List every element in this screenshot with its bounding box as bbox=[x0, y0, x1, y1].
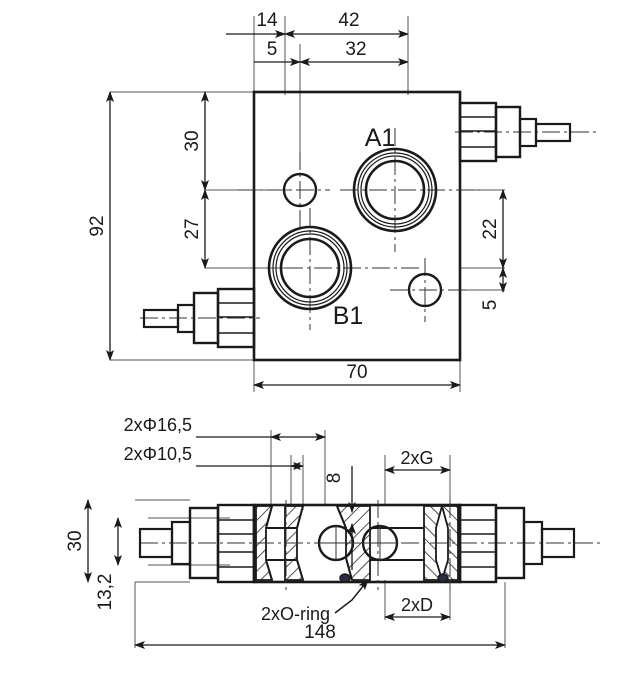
dim-label-thread-g: 2xG bbox=[400, 448, 433, 468]
dim-label-13-2: 13,2 bbox=[95, 574, 116, 611]
dim-label-92: 92 bbox=[87, 215, 108, 236]
dim-30-section: 30 bbox=[65, 499, 92, 583]
dim-label-30-section: 30 bbox=[65, 530, 86, 551]
section-hole-crosses bbox=[318, 525, 398, 561]
dim-label-14: 14 bbox=[256, 10, 278, 31]
fitting-right-section bbox=[458, 503, 576, 584]
dim-30-top: 30 bbox=[182, 91, 209, 191]
dim-label-bore-small: 2xΦ10,5 bbox=[124, 444, 192, 464]
dim-27: 27 bbox=[182, 189, 209, 269]
top-view: 14 42 5 32 92 30 27 22 bbox=[87, 10, 600, 392]
dim-5-right: 5 bbox=[480, 267, 507, 311]
port-a1-circles bbox=[352, 147, 438, 233]
oring-right bbox=[437, 573, 449, 583]
mounting-hole-lower bbox=[407, 272, 443, 308]
dim-label-22: 22 bbox=[480, 218, 501, 239]
dim-92: 92 bbox=[87, 91, 114, 361]
dim-label-30-top: 30 bbox=[182, 130, 203, 151]
dim-label-5-top: 5 bbox=[267, 39, 278, 60]
dim-label-32: 32 bbox=[345, 39, 366, 60]
dim-2xd: 2xD bbox=[384, 595, 451, 621]
oring-left bbox=[339, 573, 351, 583]
dim-thread-g: 2xG bbox=[384, 448, 451, 474]
dim-label-8: 8 bbox=[324, 473, 345, 484]
dim-14-42: 14 42 bbox=[226, 10, 409, 38]
dim-label-27: 27 bbox=[182, 218, 203, 239]
section-view: 2xΦ16,5 2xΦ10,5 8 2xG 30 13,2 bbox=[65, 415, 600, 649]
port-label-b1: B1 bbox=[333, 302, 364, 330]
dim-label-70: 70 bbox=[346, 362, 367, 383]
mounting-hole-upper bbox=[282, 172, 318, 208]
dim-bore-small: 2xΦ10,5 bbox=[124, 444, 304, 470]
dim-13-2: 13,2 bbox=[95, 517, 122, 611]
fitting-left-section bbox=[138, 503, 256, 584]
dim-label-148: 148 bbox=[304, 622, 336, 643]
dim-bore-large: 2xΦ16,5 bbox=[124, 415, 326, 441]
dim-label-2xd: 2xD bbox=[401, 595, 433, 615]
port-label-a1: A1 bbox=[365, 124, 396, 152]
dim-22: 22 bbox=[480, 189, 507, 269]
dim-label-oring: 2xO-ring bbox=[261, 604, 330, 624]
fitting-left-top bbox=[142, 287, 256, 349]
dim-148: 148 bbox=[134, 622, 506, 649]
fitting-right-top bbox=[458, 101, 572, 163]
port-b1-circles bbox=[267, 225, 353, 311]
oring-leader: 2xO-ring bbox=[261, 579, 369, 624]
dim-label-bore-large: 2xΦ16,5 bbox=[124, 415, 192, 435]
dim-label-42: 42 bbox=[338, 10, 359, 31]
dim-label-5-right: 5 bbox=[480, 300, 501, 311]
dim-70: 70 bbox=[253, 362, 461, 389]
dim-5-32: 5 32 bbox=[254, 39, 409, 66]
valve-body-top bbox=[252, 90, 462, 362]
